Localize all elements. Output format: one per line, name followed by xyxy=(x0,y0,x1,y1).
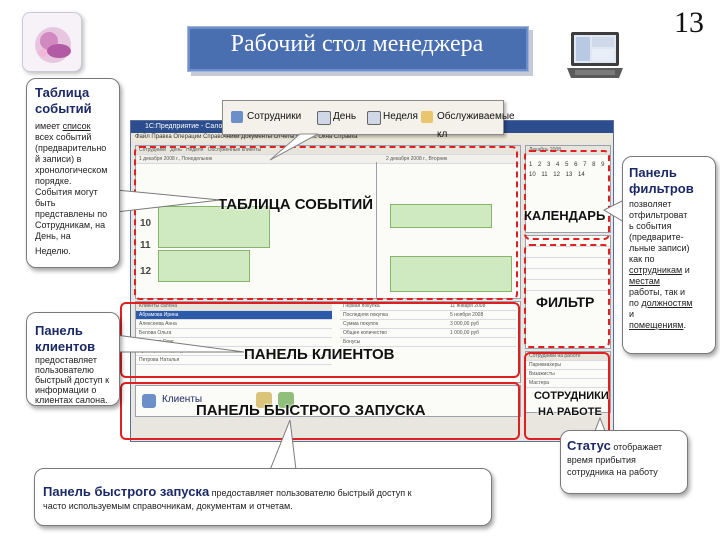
clients-icon xyxy=(421,111,433,123)
callout-title: фильтров xyxy=(629,181,694,196)
callout-title: Панель xyxy=(629,165,677,180)
date-right: 2 декабря 2008 г., Вторник xyxy=(386,156,448,162)
hour-12: 12 xyxy=(140,266,152,277)
staff-button[interactable]: Сотрудники xyxy=(229,108,301,126)
filter-region xyxy=(524,244,610,348)
week-button[interactable]: Неделя xyxy=(365,108,418,126)
salon-logo xyxy=(22,12,82,72)
quick-launch-region xyxy=(120,382,520,440)
callout-events-table: Таблица событий имеет список всех событи… xyxy=(26,78,120,268)
calendar-label: КАЛЕНДАРЬ xyxy=(524,208,606,223)
tab-week[interactable]: Неделя xyxy=(185,147,204,153)
event-block[interactable] xyxy=(158,250,250,282)
date-left: 1 декабря 2008 г., Понедельник xyxy=(139,156,213,162)
event-block[interactable] xyxy=(390,204,492,228)
staff-label-line1: СОТРУДНИКИ xyxy=(534,390,609,402)
clients-list: Клиенты салона Абрамова Ирина Алексеева … xyxy=(136,302,332,365)
calendar-days[interactable]: 1 2 3 4 5 6 7 8 9 10 11 12 13 14 xyxy=(529,162,605,178)
calendar-region xyxy=(524,150,610,240)
salon-logo-icon xyxy=(35,27,71,63)
day-button[interactable]: День xyxy=(315,108,356,126)
document-icon[interactable] xyxy=(256,392,272,408)
callout-quick-launch: Панель быстрого запуска предоставляет по… xyxy=(34,468,492,526)
staff-item[interactable]: Мастера xyxy=(526,379,610,388)
staff-pane: Сотрудники на работе Парикмахеры Визажис… xyxy=(525,351,611,413)
filter-row[interactable] xyxy=(526,280,610,291)
served-clients-button[interactable]: Обслуживаемые кл xyxy=(419,108,515,140)
callout-text: время прибытия xyxy=(567,455,636,465)
calendar-week-icon xyxy=(367,111,381,125)
column-divider xyxy=(376,162,377,298)
quick-launch-label: ПАНЕЛЬ БЫСТРОГО ЗАПУСКА xyxy=(196,402,426,419)
title-banner xyxy=(187,26,529,72)
callout-status: Статус отображает время прибытия сотрудн… xyxy=(560,430,688,494)
filter-row[interactable] xyxy=(526,269,610,280)
slide-number: 13 xyxy=(674,6,704,39)
client-row[interactable]: Белова Ольга xyxy=(136,329,332,338)
calendar-day-icon xyxy=(317,111,331,125)
staff-label-line2: НА РАБОТЕ xyxy=(538,406,602,418)
staff-pane-title: Сотрудники на работе xyxy=(526,352,610,361)
callout-text: Панель быстрого запуска предоставляет по… xyxy=(43,484,412,499)
event-block[interactable] xyxy=(158,206,270,248)
report-icon[interactable] xyxy=(278,392,294,408)
callout-title: Таблица xyxy=(35,85,90,100)
filter-label: ФИЛЬТР xyxy=(536,294,595,310)
callout-text: Статус отображает xyxy=(567,438,663,453)
callout-filters: Панель фильтров позволяет отфильтроват ь… xyxy=(622,156,716,354)
menu-bar[interactable]: Файл Правка Операции Справочники Докумен… xyxy=(131,133,613,141)
clients-list-title: Клиенты салона xyxy=(136,302,332,311)
hour-11: 11 xyxy=(140,240,151,251)
client-row[interactable]: Абрамова Ирина xyxy=(136,311,332,320)
clients-panel-label: ПАНЕЛЬ КЛИЕНТОВ xyxy=(244,346,395,363)
tab-served[interactable]: Обслуженные клиенты xyxy=(207,147,262,153)
filter-row[interactable] xyxy=(526,247,610,258)
client-info-row: Бонусы xyxy=(340,338,516,347)
client-row[interactable]: Петрова Наталья xyxy=(136,356,332,365)
callout-text: сотрудника на работу xyxy=(567,467,658,477)
tab-day[interactable]: День xyxy=(170,147,182,153)
callout-text: имеет список всех событий (предварительн… xyxy=(35,121,108,256)
quick-launch-pane: Клиенты xyxy=(135,385,521,417)
client-row[interactable]: Алексеева Анна xyxy=(136,320,332,329)
callout-title: Панель xyxy=(35,323,83,338)
events-tabs-row: Сотрудники День Неделя Обслуженные клиен… xyxy=(136,146,520,155)
callout-title: клиентов xyxy=(35,339,96,354)
people-icon xyxy=(231,111,243,123)
events-table-pane: Сотрудники День Неделя Обслуженные клиен… xyxy=(135,145,521,299)
laptop-icon xyxy=(567,32,623,78)
tab-staff[interactable]: Сотрудники xyxy=(139,147,167,153)
staff-item[interactable]: Визажисты xyxy=(526,370,610,379)
callout-text: позволяет отфильтроват ь события (предва… xyxy=(629,199,693,330)
events-date-row: 1 декабря 2008 г., Понедельник 2 декабря… xyxy=(136,155,520,164)
events-table-region xyxy=(134,146,518,300)
filter-row[interactable] xyxy=(526,236,610,247)
callout-text: предоставляет пользователю быстрый досту… xyxy=(35,355,110,405)
event-block[interactable] xyxy=(390,256,512,292)
filter-row[interactable] xyxy=(526,258,610,269)
staff-item[interactable]: Парикмахеры xyxy=(526,361,610,370)
quick-launch-clients[interactable]: Клиенты xyxy=(162,394,203,405)
callout-clients: Панель клиентов предоставляет пользовате… xyxy=(26,312,120,406)
clients-pane: Клиенты салона Абрамова Ирина Алексеева … xyxy=(135,301,521,383)
toolbar-zoom: Сотрудники День Неделя Обслуживаемые кл xyxy=(222,100,515,140)
clients-icon[interactable] xyxy=(142,394,156,408)
page-title: Рабочий стол менеджера xyxy=(230,31,484,57)
callout-title: событий xyxy=(35,101,92,116)
events-table-label: ТАБЛИЦА СОБЫТИЙ xyxy=(218,196,374,213)
hour-10: 10 xyxy=(140,218,152,229)
callout-text: часто используемым справочникам, докумен… xyxy=(43,501,293,511)
